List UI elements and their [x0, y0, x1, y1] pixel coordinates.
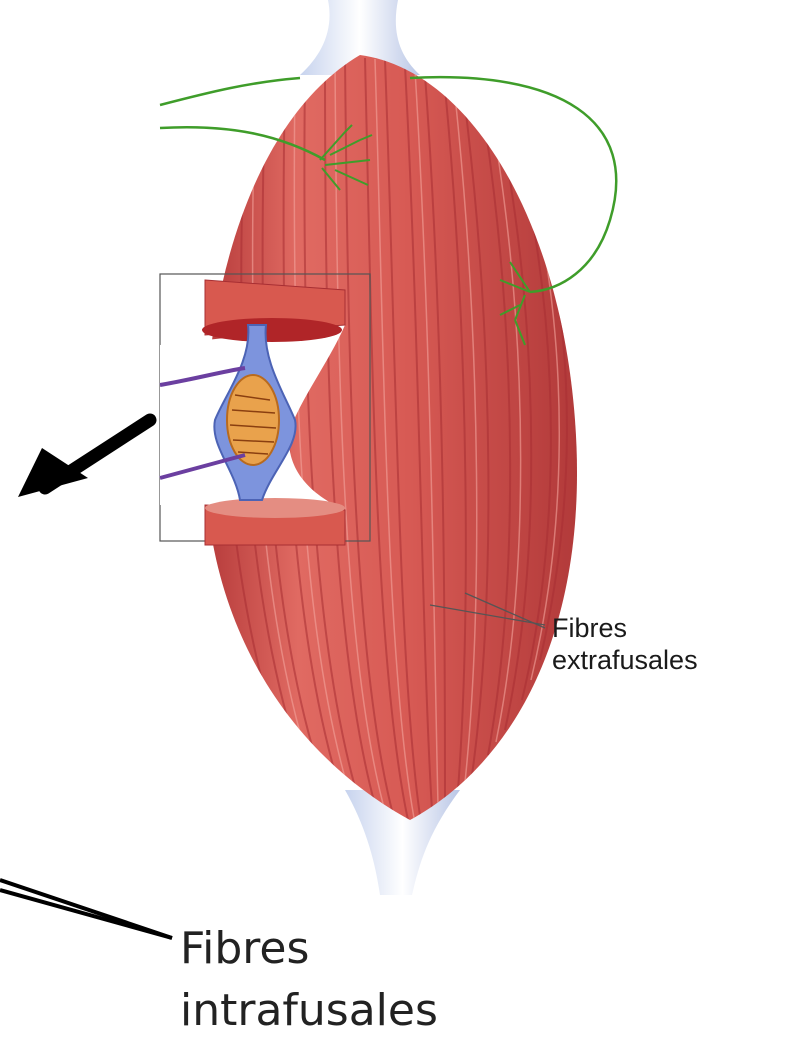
- cut-fibre-bottom-face: [205, 498, 345, 518]
- intrafusal-label-line2: intrafusales: [180, 980, 438, 1042]
- extrafusal-fibres-label: Fibres extrafusales: [552, 612, 698, 676]
- arrow-icon: [18, 420, 150, 497]
- cut-fibre-top-face: [202, 318, 342, 342]
- intrafusal-leader-lines: [0, 880, 172, 938]
- intrafusal-label-line1: Fibres: [180, 918, 438, 980]
- extrafusal-label-line2: extrafusales: [552, 644, 698, 676]
- intrafusal-fibres-label: Fibres intrafusales: [180, 918, 438, 1042]
- extrafusal-label-line1: Fibres: [552, 612, 698, 644]
